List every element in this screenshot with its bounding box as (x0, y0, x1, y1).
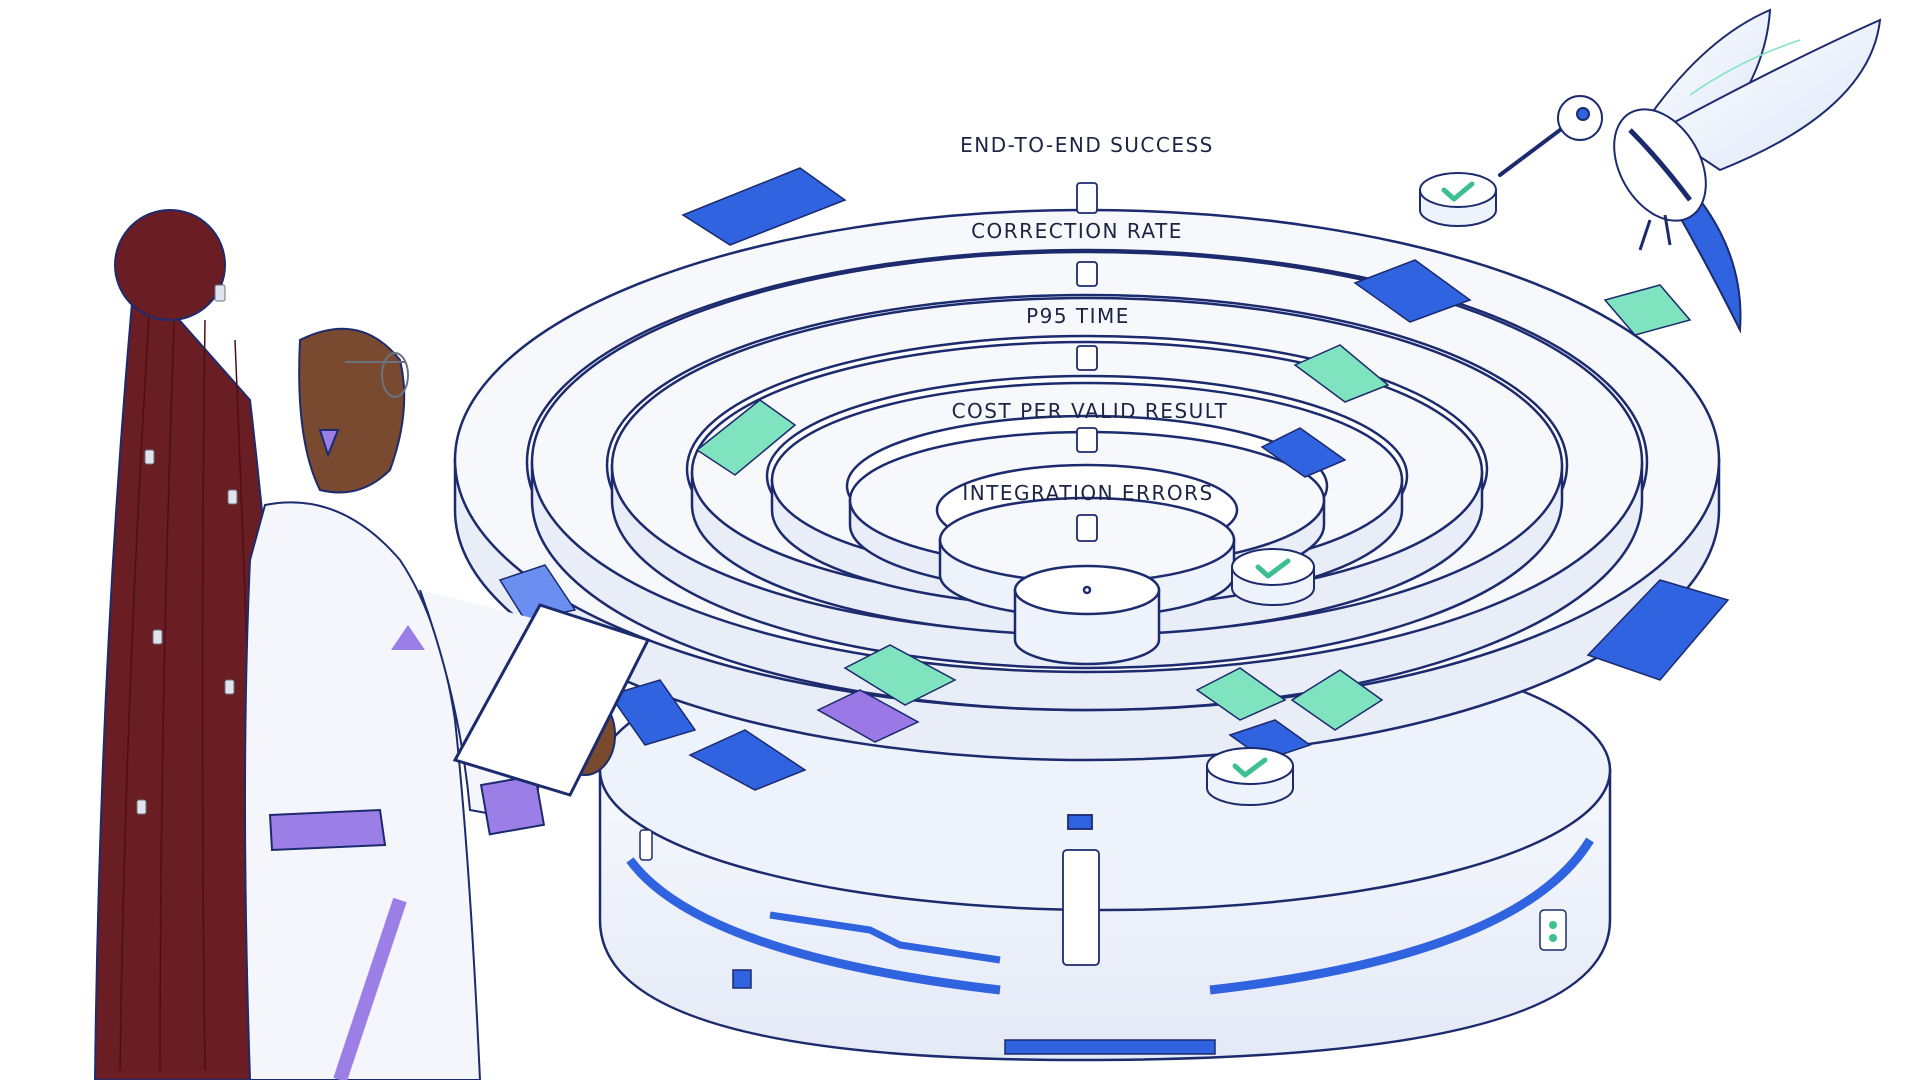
check-badge (1206, 747, 1294, 806)
metric-tile-blue (608, 679, 697, 746)
check-icon (1255, 558, 1291, 579)
ring-labels: END-TO-END SUCCESS CORRECTION RATE P95 T… (952, 133, 1229, 505)
metric-tile-purple (816, 689, 920, 743)
tablet (452, 603, 651, 797)
center-hub (1013, 564, 1161, 616)
metric-tile-blue (688, 729, 807, 791)
metric-tile-blue (681, 167, 847, 246)
metric-tile-blue (1353, 259, 1472, 323)
check-badge (1419, 172, 1497, 227)
metric-tile-green (1603, 284, 1692, 336)
metric-tile-blue (1260, 427, 1347, 478)
check-icon (1232, 757, 1268, 778)
robot-hummingbird (1498, 8, 1882, 334)
metric-tile-green (695, 399, 797, 476)
metric-tiles (498, 167, 1730, 791)
metric-tile-blue (1586, 579, 1730, 681)
check-badge (1231, 548, 1315, 606)
ring-label-end-to-end-success: END-TO-END SUCCESS (960, 133, 1214, 157)
ring-label-cost-per-valid-result: COST PER VALID RESULT (952, 399, 1229, 423)
metric-tile-green (843, 644, 957, 706)
ring-label-integration-errors: INTEGRATION ERRORS (962, 481, 1213, 505)
metric-tile-green (1290, 669, 1384, 731)
metric-tile-green (1293, 344, 1390, 403)
ring-label-correction-rate: CORRECTION RATE (971, 219, 1183, 243)
metric-tile-blue (498, 564, 577, 621)
ring-connectors (1062, 182, 1100, 966)
scientist-figure (93, 209, 651, 1080)
check-icon (1441, 181, 1475, 202)
ring-label-p95-time: P95 TIME (1026, 304, 1130, 328)
metric-tile-green (1195, 667, 1287, 721)
recycle-icon (391, 625, 425, 650)
